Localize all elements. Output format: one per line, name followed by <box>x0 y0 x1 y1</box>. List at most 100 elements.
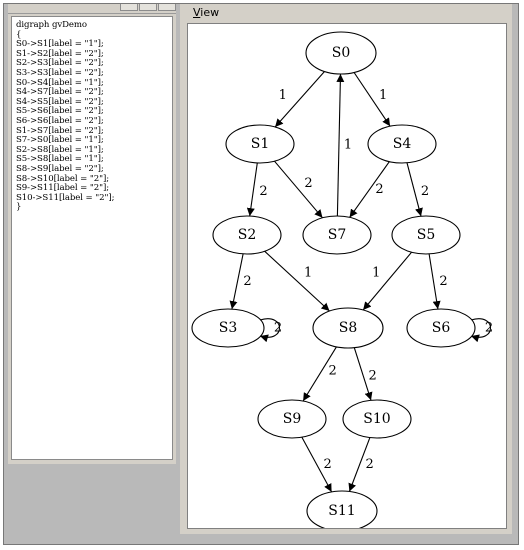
edge-s9-s11: 2 <box>301 436 333 493</box>
node-label: S4 <box>393 136 412 152</box>
edge-line <box>353 347 373 401</box>
edge-s8-s9: 2 <box>302 346 337 402</box>
dot-source-line: S1->S7[label = "2"]; <box>16 125 104 136</box>
edge-label: 2 <box>366 457 374 472</box>
edge-label: 2 <box>439 274 447 289</box>
node-shape <box>342 399 412 439</box>
edge-line <box>259 318 281 343</box>
edge-label: 2 <box>274 321 282 336</box>
dot-source-line: digraph gvDemo <box>16 20 88 30</box>
node-s5[interactable]: S5 <box>391 215 461 255</box>
edge-line <box>353 72 391 127</box>
node-label: S6 <box>432 320 451 336</box>
edge-label: 2 <box>304 176 312 191</box>
node-label: S11 <box>328 503 355 519</box>
view-menubar: View <box>180 4 512 22</box>
edge-line <box>428 253 441 310</box>
toolbar-button-3[interactable] <box>158 4 176 11</box>
edge-label: 1 <box>304 266 312 281</box>
edge-label: 2 <box>369 369 377 384</box>
node-s11[interactable]: S11 <box>306 490 378 528</box>
node-s3[interactable]: S3 <box>191 308 265 348</box>
edge-s4-s5: 2 <box>406 162 429 217</box>
view-menu[interactable]: View <box>193 6 219 19</box>
node-s2[interactable]: S2 <box>212 215 282 255</box>
edge-s2-s3: 2 <box>229 253 252 310</box>
edge-s5-s8: 1 <box>362 251 413 311</box>
node-shape <box>225 124 295 164</box>
node-shape <box>406 308 476 348</box>
edge-s2-s8: 1 <box>264 250 330 312</box>
edge-line <box>274 160 323 219</box>
node-label: S9 <box>283 411 302 427</box>
edge-s4-s7: 2 <box>349 161 390 218</box>
edge-line <box>362 251 413 311</box>
dot-source-line: S4->S5[label = "2"]; <box>16 96 104 107</box>
dot-source-line: } <box>16 202 22 213</box>
node-label: S1 <box>251 136 270 152</box>
dot-source-line: S2->S3[label = "2"]; <box>16 58 104 69</box>
edge-label: 2 <box>375 182 383 197</box>
node-label: S10 <box>363 411 390 427</box>
edge-line <box>229 253 244 310</box>
edge-label: 2 <box>243 274 251 289</box>
node-s1[interactable]: S1 <box>225 124 295 164</box>
node-label: S8 <box>339 320 358 336</box>
edge-label: 1 <box>279 88 287 103</box>
dot-source-line: S3->S3[label = "2"]; <box>16 67 104 78</box>
edge-s5-s6: 2 <box>428 253 448 310</box>
dot-source-line: S0->S4[label = "1"]; <box>16 77 104 88</box>
edge-label: 2 <box>324 457 332 472</box>
edge-s6-s6: 2 <box>470 318 493 343</box>
dot-source-line: S9->S11[label = "2"]; <box>16 183 110 194</box>
dot-source-line: S8->S9[label = "2"]; <box>16 163 104 174</box>
node-label: S5 <box>417 227 436 243</box>
edge-s10-s11: 2 <box>348 437 374 492</box>
node-s6[interactable]: S6 <box>406 308 476 348</box>
node-s7[interactable]: S7 <box>302 215 372 255</box>
edge-s0-s4: 1 <box>353 72 391 127</box>
edge-s0-s1: 1 <box>274 71 325 128</box>
node-shape <box>367 124 437 164</box>
toolbar-button-2[interactable] <box>139 4 157 11</box>
edge-label: 1 <box>344 138 352 153</box>
edge-line <box>246 162 258 217</box>
edge-line <box>264 250 330 312</box>
dot-source-lines: digraph gvDemo{S0->S1[label = "1"];S1->S… <box>16 20 168 213</box>
edge-s1-s2: 2 <box>246 162 268 217</box>
node-label: S0 <box>332 45 351 61</box>
edge-s8-s10: 2 <box>353 347 377 401</box>
edge-line <box>406 162 423 217</box>
view-menu-mnemonic: V <box>193 6 201 19</box>
node-s4[interactable]: S4 <box>367 124 437 164</box>
node-shape <box>191 308 265 348</box>
toolbar-button-1[interactable] <box>120 4 138 11</box>
dot-source-line: S6->S6[label = "2"]; <box>16 115 104 126</box>
edge-line <box>336 73 345 217</box>
edge-s3-s3: 2 <box>259 318 282 343</box>
edge-line <box>470 318 492 343</box>
node-shape <box>302 215 372 255</box>
dot-source-line: S5->S8[label = "1"]; <box>16 154 104 165</box>
node-s10[interactable]: S10 <box>342 399 412 439</box>
dot-source-editor[interactable]: digraph gvDemo{S0->S1[label = "1"];S1->S… <box>11 16 173 460</box>
node-s0[interactable]: S0 <box>305 31 377 75</box>
edge-line <box>302 346 337 402</box>
dot-source-line: S0->S1[label = "1"]; <box>16 39 104 50</box>
node-s8[interactable]: S8 <box>312 307 384 349</box>
node-label: S3 <box>219 320 238 336</box>
dot-source-line: S2->S8[label = "1"]; <box>16 144 104 155</box>
node-s9[interactable]: S9 <box>257 399 327 439</box>
node-shape <box>257 399 327 439</box>
edge-label: 2 <box>485 321 493 336</box>
node-shape <box>306 490 378 528</box>
edge-line <box>348 437 371 492</box>
node-label: S2 <box>238 227 257 243</box>
dot-source-line: S10->S11[label = "2"]; <box>16 192 115 203</box>
node-label: S7 <box>328 227 347 243</box>
edge-line <box>349 161 390 218</box>
dot-source-line: S7->S0[label = "1"]; <box>16 135 104 146</box>
